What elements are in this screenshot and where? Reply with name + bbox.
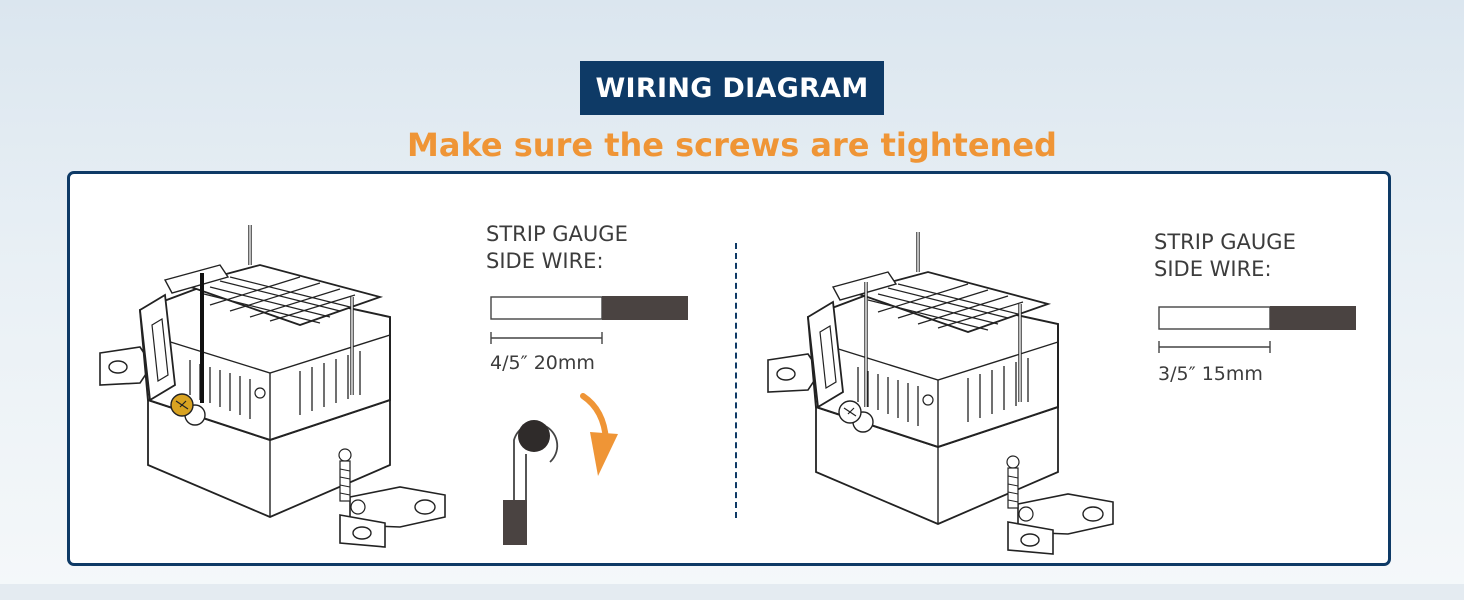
right-strip-label-line1: STRIP GAUGE	[1154, 230, 1296, 254]
subtitle-instruction: Make sure the screws are tightened	[407, 126, 1057, 164]
right-strip-measure: 3/5″ 15mm	[1158, 363, 1263, 385]
right-strip-label: STRIP GAUGE SIDE WIRE:	[1154, 229, 1296, 283]
left-strip-label-line2: SIDE WIRE:	[486, 249, 604, 273]
panel-divider	[735, 243, 737, 518]
bottom-strip	[0, 584, 1464, 600]
right-strip-label-line2: SIDE WIRE:	[1154, 257, 1272, 281]
clockwise-arrow-icon	[580, 393, 618, 476]
left-strip-measure: 4/5″ 20mm	[490, 352, 595, 374]
left-strip-label-line1: STRIP GAUGE	[486, 222, 628, 246]
diagram-title: WIRING DIAGRAM	[580, 61, 884, 115]
left-strip-gauge	[490, 296, 688, 344]
left-strip-label: STRIP GAUGE SIDE WIRE:	[486, 221, 628, 275]
wire-hook-icon	[503, 420, 559, 545]
right-strip-gauge	[1158, 306, 1356, 353]
left-outlet-illustration	[98, 223, 447, 549]
right-outlet-illustration	[766, 230, 1115, 556]
